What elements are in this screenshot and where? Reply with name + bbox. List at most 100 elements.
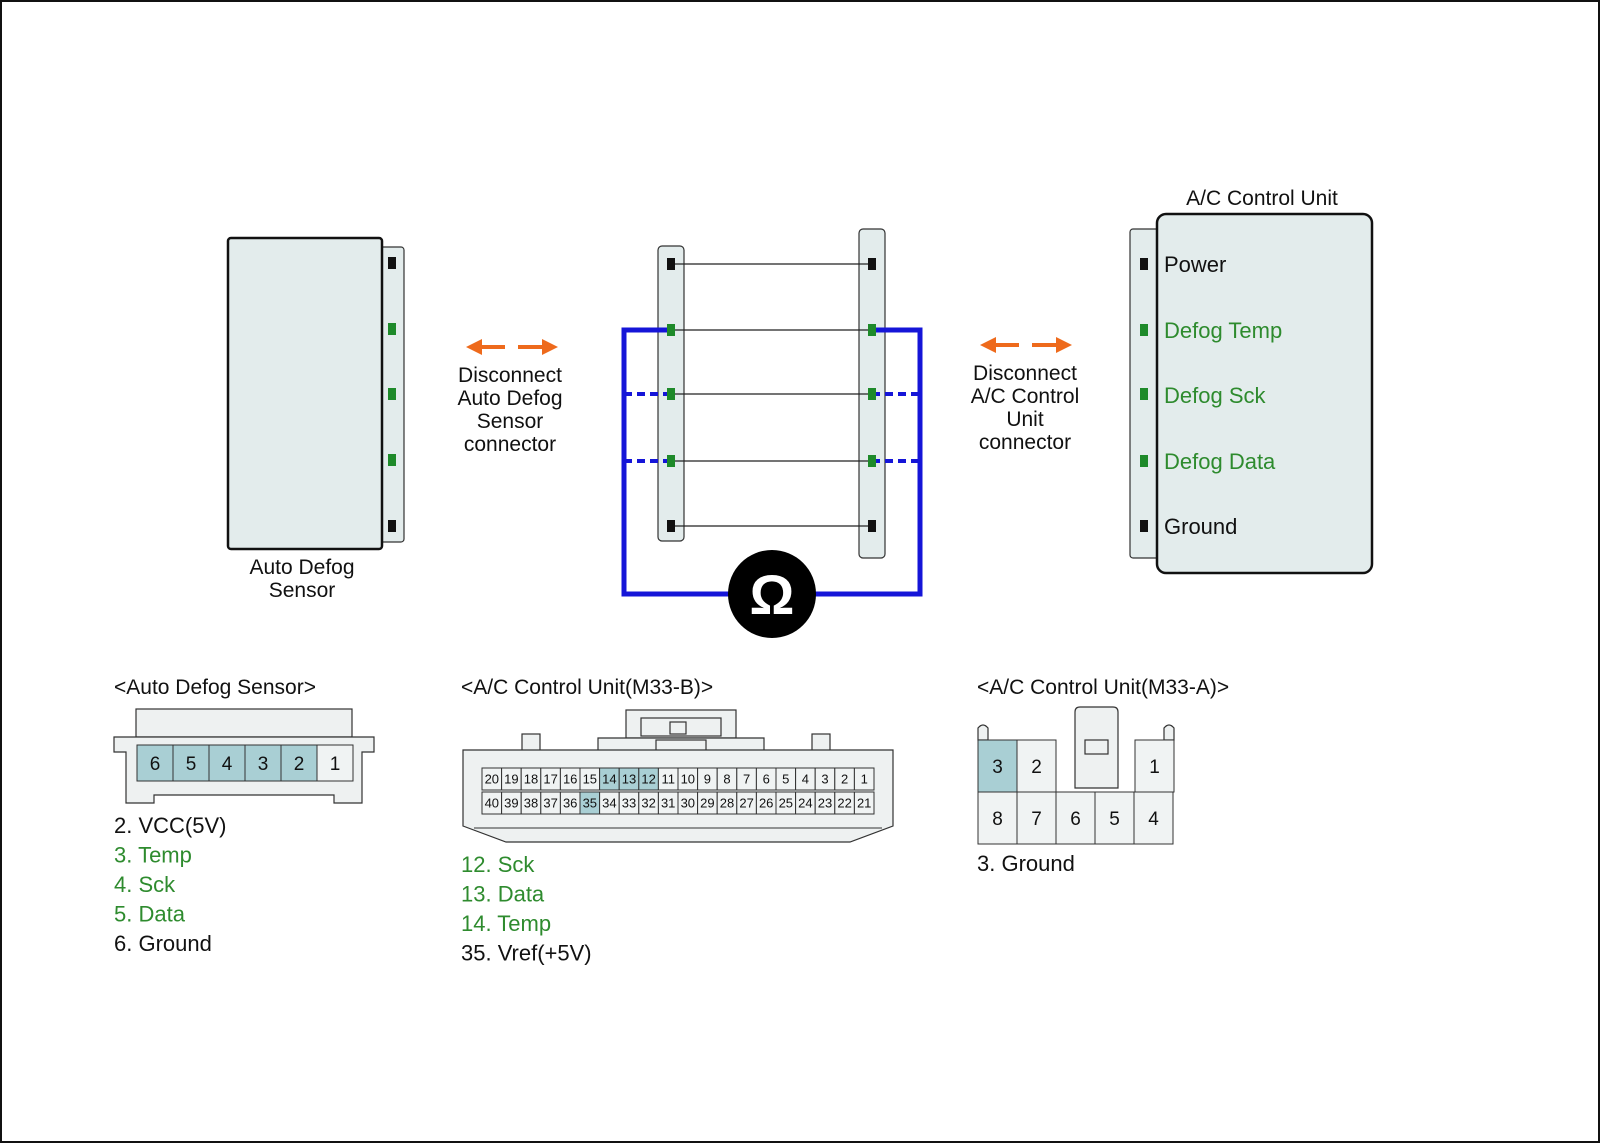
m33b-latch-tab [669, 721, 687, 735]
sensor-connector-pins: 6 5 4 3 2 1 [136, 744, 354, 782]
sensor-label-line2: Sensor [269, 579, 336, 602]
m33b-pin-cell-label: 10 [681, 772, 695, 787]
ac-unit-pin [1140, 324, 1148, 336]
m33b-pin-cell-label: 40 [485, 796, 499, 811]
m33a-lock-tab [1084, 739, 1109, 755]
m33b-pin-cell-label: 33 [622, 796, 636, 811]
sensor-pin-cell [136, 744, 174, 782]
sensor-pin-cell-label: 4 [222, 754, 233, 775]
m33b-pin-cell-label: 27 [739, 796, 753, 811]
sensor-pin-cell-label: 6 [150, 754, 161, 775]
harness-pin [667, 455, 675, 467]
sensor-pin-cell-label: 1 [330, 754, 341, 775]
m33a-pin-cell [977, 739, 1018, 793]
legend-entry: 3. Ground [977, 851, 1075, 876]
m33b-pin-cell-label: 15 [583, 772, 597, 787]
harness-pin [868, 455, 876, 467]
ac-unit-pin [1140, 455, 1148, 467]
m33a-connector-legend: 3. Ground [977, 851, 1075, 876]
harness-pin [667, 520, 675, 532]
m33a-pin-cell [1094, 791, 1135, 845]
ac-pin-label-defog-temp: Defog Temp [1164, 318, 1282, 343]
m33a-pin-cell-label: 3 [992, 757, 1003, 778]
sensor-pin [388, 257, 396, 269]
m33b-pin-cell-label: 23 [818, 796, 832, 811]
m33a-pin-cell [1016, 791, 1057, 845]
sensor-pin-cell [244, 744, 282, 782]
m33b-pin-cell-label: 19 [504, 772, 518, 787]
sensor-body [226, 236, 384, 551]
legend-entry: 3. Temp [114, 843, 192, 868]
m33b-pin-cell-label: 36 [563, 796, 577, 811]
wiring-harness: Ω [621, 228, 923, 638]
m33a-pin-cell-label: 4 [1148, 809, 1159, 830]
m33a-pin-cell-label: 6 [1070, 809, 1081, 830]
left-disconnect-line3: Sensor [477, 410, 544, 433]
right-disconnect-line1: Disconnect [973, 362, 1077, 385]
sensor-pin [388, 323, 396, 335]
auto-defog-sensor: Auto Defog Sensor [226, 236, 405, 602]
legend-entry: 12. Sck [461, 852, 535, 877]
m33a-post [1163, 724, 1175, 741]
m33a-pin-cell-label: 5 [1109, 809, 1120, 830]
right-disconnect-line4: connector [979, 431, 1071, 454]
m33b-pin-cell-label: 9 [704, 772, 711, 787]
legend-entry: 4. Sck [114, 872, 176, 897]
m33b-pin-cell-label: 39 [504, 796, 518, 811]
harness-pin [868, 520, 876, 532]
m33b-pin-cell-label: 6 [763, 772, 770, 787]
sensor-label-line1: Auto Defog [249, 556, 354, 579]
sensor-connector-title: <Auto Defog Sensor> [114, 676, 316, 699]
ac-unit-pin [1140, 258, 1148, 270]
legend-entry: 35. Vref(+5V) [461, 941, 592, 966]
left-disconnect-line1: Disconnect [458, 364, 562, 387]
sensor-pin [388, 388, 396, 400]
m33a-pin-cell-label: 1 [1149, 757, 1160, 778]
sensor-pin-cell-label: 2 [294, 754, 305, 775]
m33b-pin-cell [853, 767, 875, 791]
m33b-pin-cell-label: 2 [841, 772, 848, 787]
sensor-pin-cell-label: 5 [186, 754, 197, 775]
m33b-pin-cell-label: 8 [723, 772, 730, 787]
right-disconnect-text: Disconnect A/C Control Unit connector [971, 362, 1080, 454]
legend-entry: 6. Ground [114, 931, 212, 956]
m33b-pin-cell-label: 17 [543, 772, 557, 787]
sensor-pin-cell [172, 744, 210, 782]
ac-pin-label-defog-data: Defog Data [1164, 449, 1276, 474]
m33b-pin-cell-label: 14 [602, 772, 616, 787]
m33a-post [977, 724, 989, 741]
ac-pin-label-ground: Ground [1164, 514, 1237, 539]
m33b-pin-cell [853, 791, 875, 815]
left-disconnect-line2: Auto Defog [457, 387, 562, 410]
m33b-pin-cell-label: 26 [759, 796, 773, 811]
m33b-connector-title: <A/C Control Unit(M33-B)> [461, 676, 713, 699]
m33b-pin-cell-label: 28 [720, 796, 734, 811]
arrow-right-head [1056, 337, 1072, 353]
m33b-pin-cell-label: 32 [641, 796, 655, 811]
sensor-pin [388, 520, 396, 532]
m33b-pin-cell-label: 13 [622, 772, 636, 787]
m33b-pin-cell-label: 21 [857, 796, 871, 811]
sensor-pin-cell-label: 3 [258, 754, 269, 775]
m33b-pin-cell-label: 35 [583, 796, 597, 811]
m33b-pin-cell-label: 4 [802, 772, 809, 787]
ohm-symbol: Ω [750, 563, 795, 626]
m33b-pin-cell-label: 37 [543, 796, 557, 811]
left-disconnect-text: Disconnect Auto Defog Sensor connector [457, 364, 562, 456]
sensor-pin [388, 454, 396, 466]
legend-entry: 14. Temp [461, 911, 551, 936]
sensor-pin-cell [316, 744, 354, 782]
m33b-pin-cell-label: 38 [524, 796, 538, 811]
m33a-pin-cell-label: 8 [992, 809, 1003, 830]
right-disconnect-line2: A/C Control [971, 385, 1080, 408]
m33b-pin-cell-label: 11 [661, 772, 675, 787]
ac-unit-pin [1140, 520, 1148, 532]
ac-pin-label-power: Power [1164, 252, 1226, 277]
